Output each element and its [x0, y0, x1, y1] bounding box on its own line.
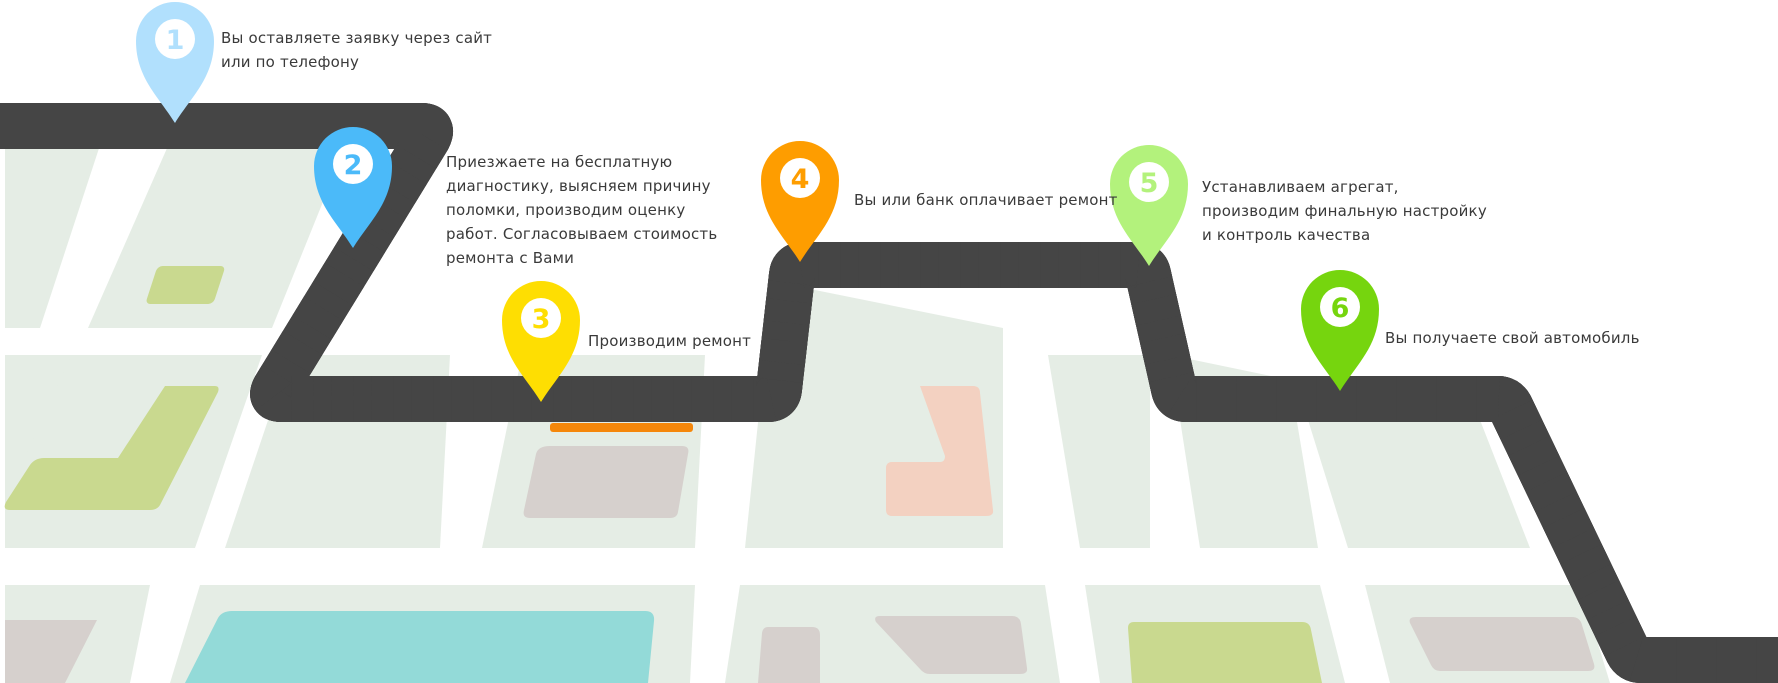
green-park: [146, 266, 225, 304]
pin-6: 6: [1301, 270, 1379, 391]
orange-marker: [550, 423, 693, 432]
step-text-line: Вы получаете свой автомобиль: [1385, 329, 1640, 347]
pin-number: 3: [532, 304, 551, 335]
pin-1: 1: [136, 2, 214, 123]
step-text-line: Устанавливаем агрегат,: [1202, 178, 1399, 196]
step-4-text: Вы или банк оплачивает ремонт: [854, 188, 1118, 212]
pin-badge: [780, 158, 820, 198]
map-block: [1308, 420, 1530, 548]
pin-4: 4: [761, 141, 839, 262]
pin-badge: [155, 19, 195, 59]
step-5-text: Устанавливаем агрегат, производим финаль…: [1202, 175, 1487, 247]
step-2-text: Приезжаете на бесплатную диагностику, вы…: [446, 150, 717, 270]
green-park: [1128, 622, 1322, 683]
pink-building: [886, 386, 994, 516]
location-pin-icon: [502, 281, 580, 402]
pin-2: 2: [314, 127, 392, 248]
location-pin-icon: [136, 2, 214, 123]
step-text-line: и контроль качества: [1202, 226, 1371, 244]
step-text-line: поломки, производим оценку: [446, 201, 686, 219]
step-3-text: Производим ремонт: [588, 329, 751, 353]
pin-badge: [521, 298, 561, 338]
green-park: [4, 386, 219, 510]
pin-badge: [333, 144, 373, 184]
pin-number: 2: [344, 150, 363, 181]
pin-3: 3: [502, 281, 580, 402]
step-text-line: работ. Согласовываем стоимость: [446, 225, 718, 243]
step-text-line: диагностику, выясняем причину: [446, 177, 711, 195]
step-text-line: или по телефону: [221, 53, 360, 71]
beige-building: [758, 627, 820, 683]
road: [0, 103, 1778, 683]
step-text-line: Вы оставляете заявку через сайт: [221, 29, 493, 47]
water-area: [185, 611, 655, 683]
pin-number: 5: [1140, 168, 1159, 199]
step-6-text: Вы получаете свой автомобиль: [1385, 326, 1640, 350]
step-text-line: ремонта с Вами: [446, 249, 575, 267]
pin-5: 5: [1110, 145, 1188, 266]
location-pin-icon: [1301, 270, 1379, 391]
pin-number: 4: [791, 164, 810, 195]
beige-building: [875, 616, 1028, 674]
location-pin-icon: [1110, 145, 1188, 266]
location-pin-icon: [761, 141, 839, 262]
step-1-text: Вы оставляете заявку через сайт или по т…: [221, 26, 492, 74]
step-text-line: Приезжаете на бесплатную: [446, 153, 673, 171]
beige-building: [523, 446, 689, 518]
pin-badge: [1320, 287, 1360, 327]
map-block: [5, 130, 105, 328]
pin-number: 6: [1331, 293, 1350, 324]
step-text-line: производим финальную настройку: [1202, 202, 1487, 220]
step-text-line: Производим ремонт: [588, 332, 752, 350]
step-text-line: Вы или банк оплачивает ремонт: [854, 191, 1118, 209]
beige-building: [1409, 617, 1595, 671]
pin-badge: [1129, 162, 1169, 202]
pin-number: 1: [166, 25, 185, 56]
map-block: [1048, 355, 1150, 548]
beige-building: [5, 620, 97, 683]
location-pin-icon: [314, 127, 392, 248]
